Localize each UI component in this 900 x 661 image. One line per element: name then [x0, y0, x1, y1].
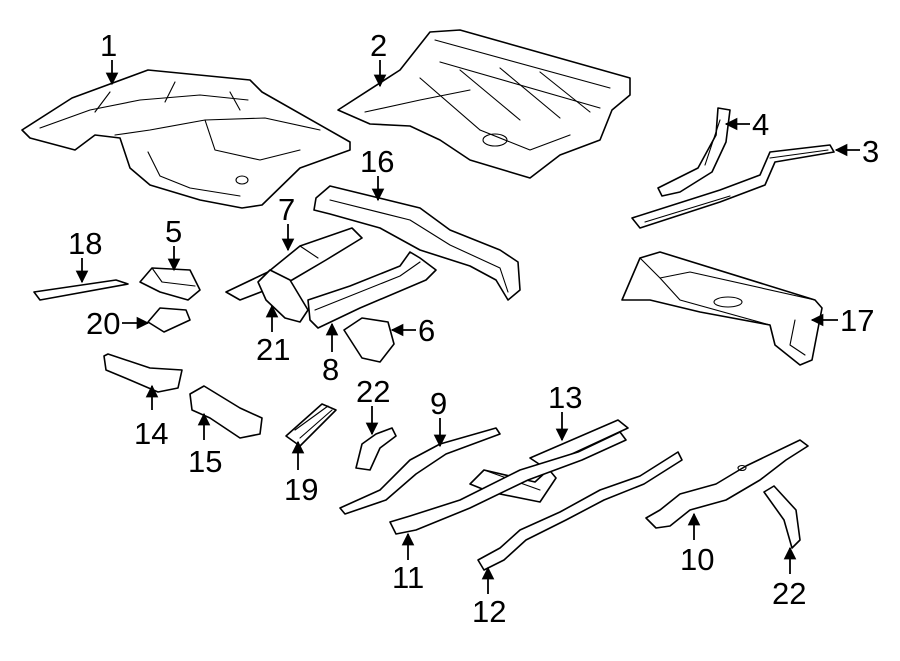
callout-4: 4 — [724, 107, 769, 142]
callout-5-label: 5 — [165, 214, 182, 249]
callout-5: 5 — [165, 214, 182, 272]
callout-3: 3 — [834, 134, 879, 169]
callout-4-label: 4 — [752, 107, 769, 142]
part-2-rear-floor-pan[interactable] — [337, 29, 631, 179]
callout-17: 17 — [810, 303, 874, 338]
part-22-bracket-right[interactable] — [763, 485, 801, 549]
part-18-sill-strip[interactable] — [33, 279, 129, 301]
callout-13: 13 — [548, 380, 582, 442]
callout-3-label: 3 — [862, 134, 879, 169]
callout-1-label: 1 — [100, 28, 117, 63]
callout-21-label: 21 — [256, 332, 290, 367]
part-9-frame-rail[interactable] — [339, 427, 501, 515]
callout-2: 2 — [370, 28, 387, 88]
part-22-bracket-left[interactable] — [355, 427, 397, 471]
callout-2-label: 2 — [370, 28, 387, 63]
part-10-crossmember[interactable] — [645, 439, 809, 529]
part-19-strap[interactable] — [285, 403, 337, 447]
callout-8: 8 — [322, 322, 339, 387]
callout-17-label: 17 — [840, 303, 874, 338]
part-12-frame-rail[interactable] — [477, 451, 683, 571]
callout-20-label: 20 — [86, 306, 120, 341]
part-15-bracket[interactable] — [189, 385, 263, 439]
callout-14: 14 — [134, 384, 168, 451]
part-21-bracket[interactable] — [257, 269, 309, 323]
callout-14-label: 14 — [134, 416, 168, 451]
part-14-bracket[interactable] — [103, 353, 183, 393]
callout-7: 7 — [278, 192, 295, 252]
part-3-rocker-reinforcement[interactable] — [631, 144, 835, 229]
callout-12-label: 12 — [472, 594, 506, 629]
callout-7-label: 7 — [278, 192, 295, 227]
part-5-bracket[interactable] — [139, 267, 201, 301]
callout-16-label: 16 — [360, 144, 394, 179]
callout-6-label: 6 — [418, 313, 435, 348]
callout-19-label: 19 — [284, 472, 318, 507]
callout-18-label: 18 — [68, 226, 102, 261]
callout-13-label: 13 — [548, 380, 582, 415]
part-11-frame-rail[interactable] — [389, 431, 627, 535]
callout-10: 10 — [680, 512, 714, 577]
callout-22-right: 22 — [772, 546, 806, 611]
callout-8-label: 8 — [322, 352, 339, 387]
callout-15: 15 — [188, 412, 222, 479]
callout-12: 12 — [472, 566, 506, 629]
callout-22-right-label: 22 — [772, 576, 806, 611]
callout-16: 16 — [360, 144, 394, 202]
callout-22-left: 22 — [356, 374, 390, 436]
callout-19: 19 — [284, 440, 318, 507]
part-16-long-crossmember[interactable] — [313, 185, 521, 301]
part-17-rear-crossmember-panel[interactable] — [621, 251, 823, 366]
callout-21: 21 — [256, 304, 290, 367]
callout-1: 1 — [100, 28, 119, 86]
part-6-bracket[interactable] — [343, 317, 395, 363]
part-4-rocker-bracket[interactable] — [657, 107, 731, 197]
part-1-front-floor-pan[interactable] — [21, 69, 351, 209]
part-8-crossmember[interactable] — [307, 251, 437, 329]
callout-9-label: 9 — [430, 386, 447, 421]
callout-11: 11 — [392, 532, 424, 595]
callout-11-label: 11 — [392, 560, 424, 595]
callout-20: 20 — [86, 306, 150, 341]
callout-9: 9 — [430, 386, 447, 448]
callout-15-label: 15 — [188, 444, 222, 479]
callout-10-label: 10 — [680, 542, 714, 577]
callout-18: 18 — [68, 226, 102, 284]
callout-22-left-label: 22 — [356, 374, 390, 409]
callout-6: 6 — [390, 313, 435, 348]
part-20-small-bracket[interactable] — [147, 307, 191, 333]
